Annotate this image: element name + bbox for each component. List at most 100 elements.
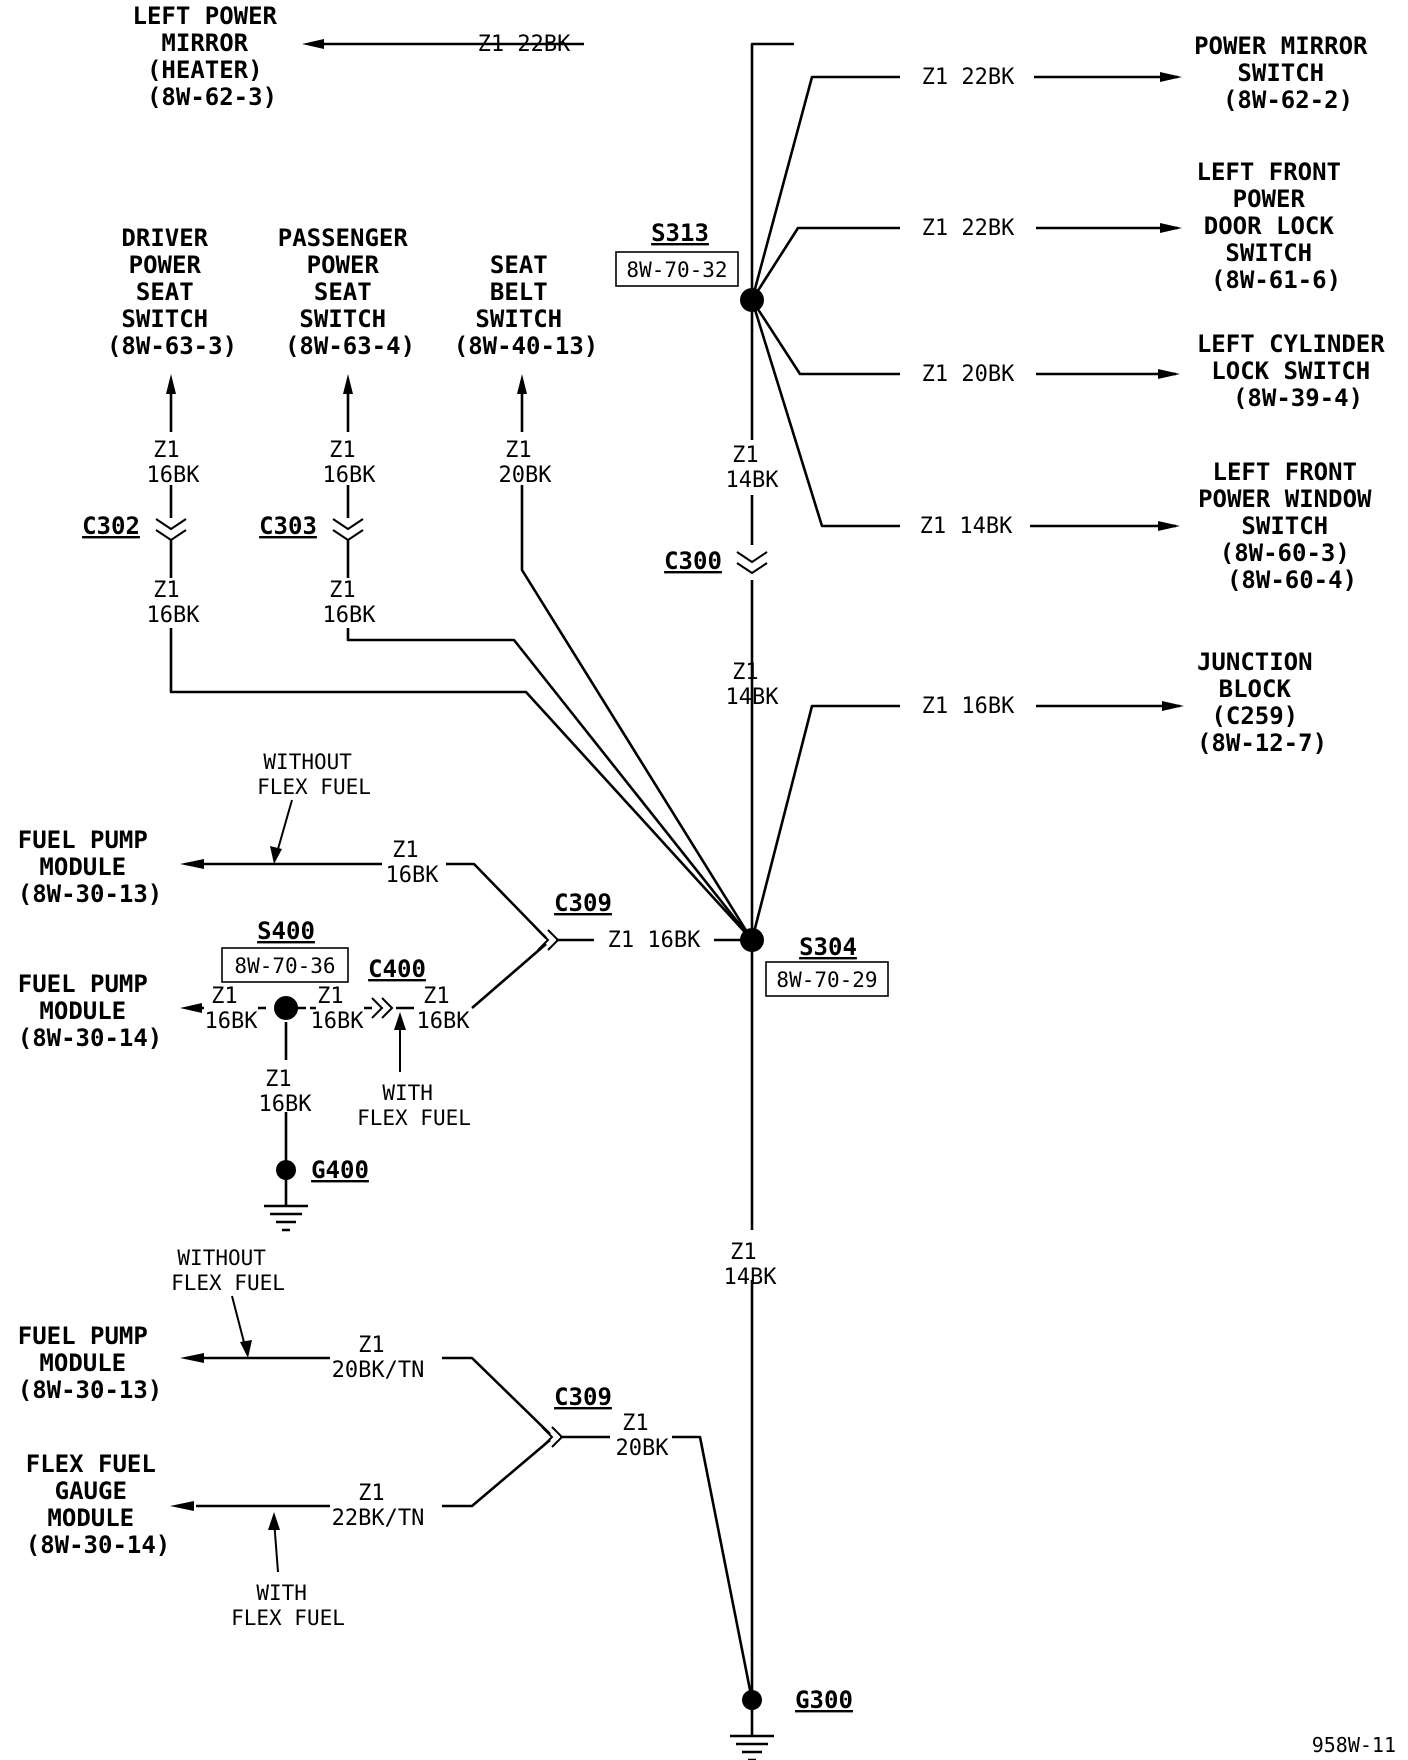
- connector-label-c309a: C309: [554, 889, 612, 917]
- page-id: 958W-11: [1312, 1733, 1396, 1757]
- arrow-fp2: [180, 1003, 202, 1013]
- arrow-window: [1158, 521, 1180, 531]
- component-passenger-power-seat-switch: PASSENGER POWER SEAT SWITCH (8W-63-4): [278, 224, 423, 360]
- connector-label-c309b: C309: [554, 1383, 612, 1411]
- connector-c302-symbol: [155, 518, 187, 542]
- wire-label-driver-bottom: Z1 16BK: [147, 578, 201, 628]
- note-with-flex-fuel-1: WITH FLEX FUEL: [357, 1081, 471, 1130]
- wire-s313-cyl-lock: [750, 299, 1176, 376]
- arrow-passenger: [343, 374, 353, 394]
- wire-label-pm-switch: Z1 22BK: [922, 65, 1015, 90]
- s313-page-ref: 8W-70-32: [626, 258, 727, 282]
- wire-label-door-lock: Z1 22BK: [922, 216, 1015, 241]
- wire-label-belt: Z1 20BK: [499, 438, 553, 488]
- component-fuel-pump-module-3: FUEL PUMP MODULE (8W-30-13): [18, 1322, 163, 1404]
- wire-fp3: [196, 1356, 551, 1435]
- component-junction-block: JUNCTION BLOCK (C259) (8W-12-7): [1197, 648, 1327, 757]
- connector-c303-symbol: [332, 518, 364, 542]
- wire-label-s400-c400: Z1 16BK: [311, 984, 365, 1034]
- wire-label-main-upper: Z1 14BK: [726, 443, 780, 493]
- arrow-junction: [1162, 701, 1184, 711]
- connector-label-c300: C300: [664, 547, 722, 575]
- wire-label-main-lower: Z1 14BK: [724, 1240, 778, 1290]
- wire-label-c400-c309: Z1 16BK: [417, 984, 471, 1034]
- splice-s313: [740, 288, 764, 312]
- component-left-cylinder-lock-switch: LEFT CYLINDER LOCK SWITCH (8W-39-4): [1197, 330, 1399, 412]
- wire-s313-window: [750, 299, 1176, 528]
- component-seat-belt-switch: SEAT BELT SWITCH (8W-40-13): [454, 251, 599, 360]
- wire-label-main-middle: Z1 14BK: [726, 660, 780, 710]
- wire-s313-door-lock: [750, 226, 1178, 301]
- wire-label-fp3: Z1 20BK/TN: [332, 1333, 425, 1383]
- connector-c309b-symbol: [541, 1426, 564, 1448]
- component-fuel-pump-module-1: FUEL PUMP MODULE (8W-30-13): [18, 826, 163, 908]
- wire-fp1: [196, 862, 547, 939]
- wire-c309b-g300: [560, 1435, 754, 1701]
- ground-symbol-g400: [264, 1170, 308, 1232]
- connector-c300-symbol: [736, 551, 768, 575]
- s304-page-box: [765, 961, 889, 997]
- s313-page-box: [615, 251, 739, 287]
- splice-label-s400: S400: [257, 917, 315, 945]
- splice-label-s313: S313: [651, 219, 709, 247]
- note-arrow-with-flex-2: [268, 1512, 280, 1573]
- s304-page-ref: 8W-70-29: [776, 968, 877, 992]
- wire-flex: [196, 1439, 551, 1508]
- connector-label-c303: C303: [259, 512, 317, 540]
- connector-label-c400: C400: [368, 955, 426, 983]
- wire-label-fp1: Z1 16BK: [386, 838, 440, 888]
- component-left-front-power-window-switch: LEFT FRONT POWER WINDOW SWITCH (8W-60-3)…: [1198, 458, 1386, 594]
- ground-symbol-g300: [730, 1700, 774, 1760]
- connector-c400-symbol: [371, 997, 394, 1019]
- wire-label-driver-top: Z1 16BK: [147, 438, 201, 488]
- wire-c400-c309: [396, 943, 547, 1010]
- wire-label-passenger-top: Z1 16BK: [323, 438, 377, 488]
- wire-label-passenger-bottom: Z1 16BK: [323, 578, 377, 628]
- wire-label-c309b-g300: Z1 20BK: [616, 1411, 670, 1461]
- component-fuel-pump-module-2: FUEL PUMP MODULE (8W-30-14): [18, 970, 163, 1052]
- splice-s400: [274, 996, 298, 1020]
- wire-s304-junction: [750, 704, 1180, 941]
- ground-label-g400: G400: [311, 1156, 369, 1184]
- connector-label-c302: C302: [82, 512, 140, 540]
- note-arrow-with-flex-1: [394, 1012, 406, 1072]
- s400-page-box: [221, 947, 349, 983]
- arrow-flex: [170, 1501, 194, 1511]
- wire-label-fp2: Z1 16BK: [205, 984, 259, 1034]
- note-arrow-without-flex-1: [270, 799, 293, 864]
- note-without-flex-fuel-2: WITHOUT FLEX FUEL: [171, 1246, 285, 1295]
- component-driver-power-seat-switch: DRIVER POWER SEAT SWITCH (8W-63-3): [107, 224, 237, 360]
- component-flex-fuel-gauge-module: FLEX FUEL GAUGE MODULE (8W-30-14): [26, 1450, 171, 1559]
- arrow-belt: [517, 374, 527, 394]
- wire-label-c309-s304: Z1 16BK: [608, 928, 701, 953]
- wire-label-window: Z1 14BK: [920, 514, 1013, 539]
- s400-page-ref: 8W-70-36: [234, 954, 335, 978]
- splice-s304: [740, 928, 764, 952]
- note-without-flex-fuel-1: WITHOUT FLEX FUEL: [257, 750, 371, 799]
- arrow-fp1: [180, 859, 204, 869]
- wire-label-flex: Z1 22BK/TN: [332, 1481, 425, 1531]
- ground-label-g300: G300: [795, 1686, 853, 1714]
- wire-belt: [520, 384, 754, 941]
- wire-label-cyl-lock: Z1 20BK: [922, 362, 1015, 387]
- component-power-mirror-switch: POWER MIRROR SWITCH (8W-62-2): [1194, 32, 1382, 114]
- component-left-power-mirror: LEFT POWER MIRROR (HEATER) (8W-62-3): [133, 2, 292, 111]
- connector-c309a-symbol: [537, 929, 560, 951]
- arrow-mirror: [302, 39, 324, 49]
- wire-label-mirror: Z1 22BK: [478, 32, 571, 57]
- note-with-flex-fuel-2: WITH FLEX FUEL: [231, 1581, 345, 1630]
- note-arrow-without-flex-2: [231, 1295, 252, 1358]
- arrow-driver: [166, 374, 176, 394]
- arrow-cyl-lock: [1158, 369, 1180, 379]
- arrow-door-lock: [1160, 223, 1182, 233]
- splice-label-s304: S304: [799, 933, 857, 961]
- wire-driver-lower: [169, 540, 753, 941]
- component-left-front-door-lock-switch: LEFT FRONT POWER DOOR LOCK SWITCH (8W-61…: [1197, 158, 1356, 294]
- wire-passenger-lower: [346, 540, 754, 941]
- wire-label-s400-g400: Z1 16BK: [259, 1067, 313, 1117]
- arrow-pm-switch: [1160, 72, 1182, 82]
- wire-label-junction: Z1 16BK: [922, 694, 1015, 719]
- wire-s313-pm-switch: [750, 75, 1178, 301]
- arrow-fp3: [180, 1353, 204, 1363]
